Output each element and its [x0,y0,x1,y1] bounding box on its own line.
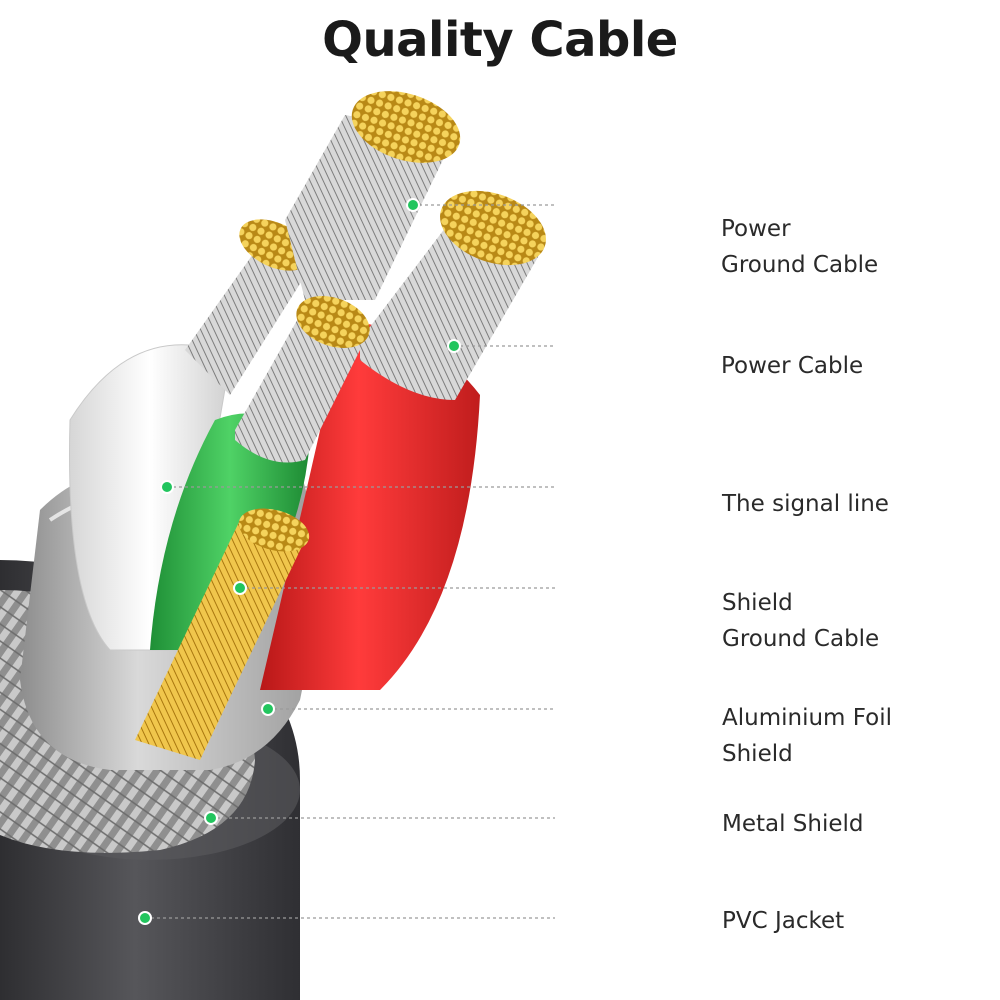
label-pvc: PVC Jacket [722,903,844,939]
label-line: Shield [722,590,793,616]
label-line: Power Cable [721,353,864,379]
label-line: Ground Cable [722,626,880,652]
page-title: Quality Cable [322,12,678,68]
marker-pvc [138,911,152,925]
label-shield-ground: Shield Ground Cable [722,585,879,657]
label-line: The signal line [722,491,889,517]
markers [138,198,461,925]
label-line: Ground Cable [721,252,879,278]
label-line: Shield [722,741,793,767]
marker-metal [204,811,218,825]
label-line: Power [721,216,791,242]
marker-power-ground [406,198,420,212]
marker-power [447,339,461,353]
label-signal: The signal line [722,486,889,522]
shield-ground-wire [135,508,310,760]
red-wire [260,190,546,690]
leader-lines [145,204,555,919]
label-line: Aluminium Foil [722,705,893,731]
label-power-ground: Power Ground Cable [721,211,878,283]
marker-signal [160,480,174,494]
marker-foil [261,702,275,716]
label-line: Metal Shield [722,811,864,837]
label-metal: Metal Shield [722,806,864,842]
green-wire [150,295,370,650]
label-line: PVC Jacket [722,908,845,934]
marker-shield-ground [233,581,247,595]
power-ground-wire [285,91,461,300]
label-power: Power Cable [721,348,863,384]
label-foil: Aluminium Foil Shield [722,700,892,772]
